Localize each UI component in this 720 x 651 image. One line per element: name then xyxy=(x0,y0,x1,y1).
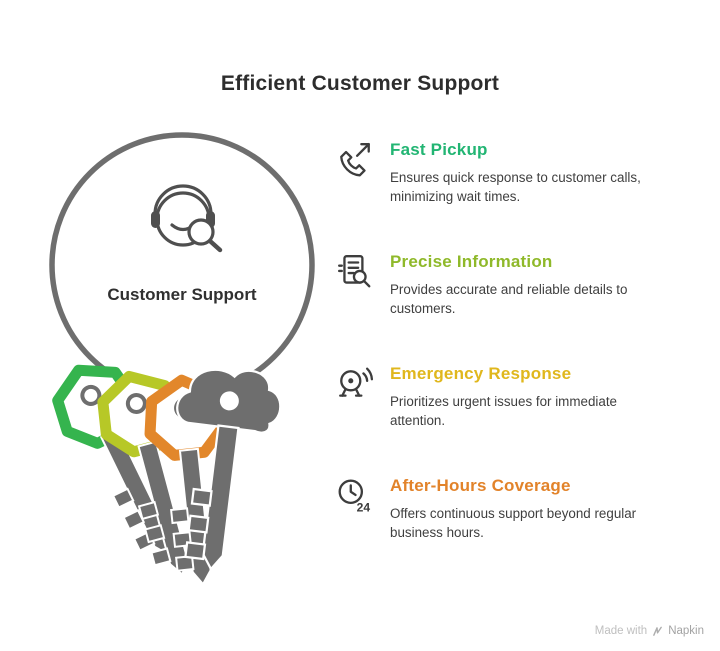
feature-heading-precise-information: Precise Information xyxy=(390,251,553,271)
feature-description-after-hours: Offers continuous support beyond regular… xyxy=(390,505,637,541)
feature-description-emergency-response: Prioritizes urgent issues for immediate … xyxy=(390,393,617,429)
napkin-brand-text: Napkin xyxy=(668,625,704,637)
clock-24-icon: 24 xyxy=(336,476,376,517)
feature-item-after-hours: 24 After-Hours Coverage Offers continuou… xyxy=(336,476,692,543)
key-hole xyxy=(80,384,102,406)
headset-band xyxy=(153,184,213,216)
key-gray-cloud xyxy=(176,368,282,571)
keyring-graphic: Customer Support xyxy=(14,116,354,651)
clock-24-label: 24 xyxy=(357,500,371,514)
headset-earpiece-left xyxy=(151,211,160,228)
feature-heading-fast-pickup: Fast Pickup xyxy=(390,140,488,159)
alarm-bell-icon xyxy=(336,364,376,405)
feature-item-precise-information: Precise Information Provides accurate an… xyxy=(336,252,692,319)
magnifier-handle xyxy=(207,238,223,253)
support-agent-icon xyxy=(151,184,223,253)
key-hole xyxy=(219,391,239,411)
feature-description-precise-information: Provides accurate and reliable details t… xyxy=(390,281,628,317)
hub-label: Customer Support xyxy=(107,285,257,304)
page-title: Efficient Customer Support xyxy=(220,72,500,95)
document-search-icon xyxy=(336,252,376,293)
feature-item-emergency-response: Emergency Response Prioritizes urgent is… xyxy=(336,364,692,431)
key-hole xyxy=(125,392,147,414)
watermark: Made with Napkin xyxy=(595,625,704,637)
magnifier-glass xyxy=(187,218,215,246)
feature-description-fast-pickup: Ensures quick response to customer calls… xyxy=(390,170,641,205)
keyring-circle xyxy=(49,132,315,398)
feature-heading-after-hours: After-Hours Coverage xyxy=(390,475,571,495)
made-with-text: Made with xyxy=(594,625,648,637)
phone-pickup-icon xyxy=(336,140,376,181)
feature-list: Fast Pickup Ensures quick response to cu… xyxy=(336,140,692,543)
feature-item-fast-pickup: Fast Pickup Ensures quick response to cu… xyxy=(336,140,692,207)
napkin-logo-icon xyxy=(653,626,663,636)
feature-heading-emergency-response: Emergency Response xyxy=(390,363,572,383)
